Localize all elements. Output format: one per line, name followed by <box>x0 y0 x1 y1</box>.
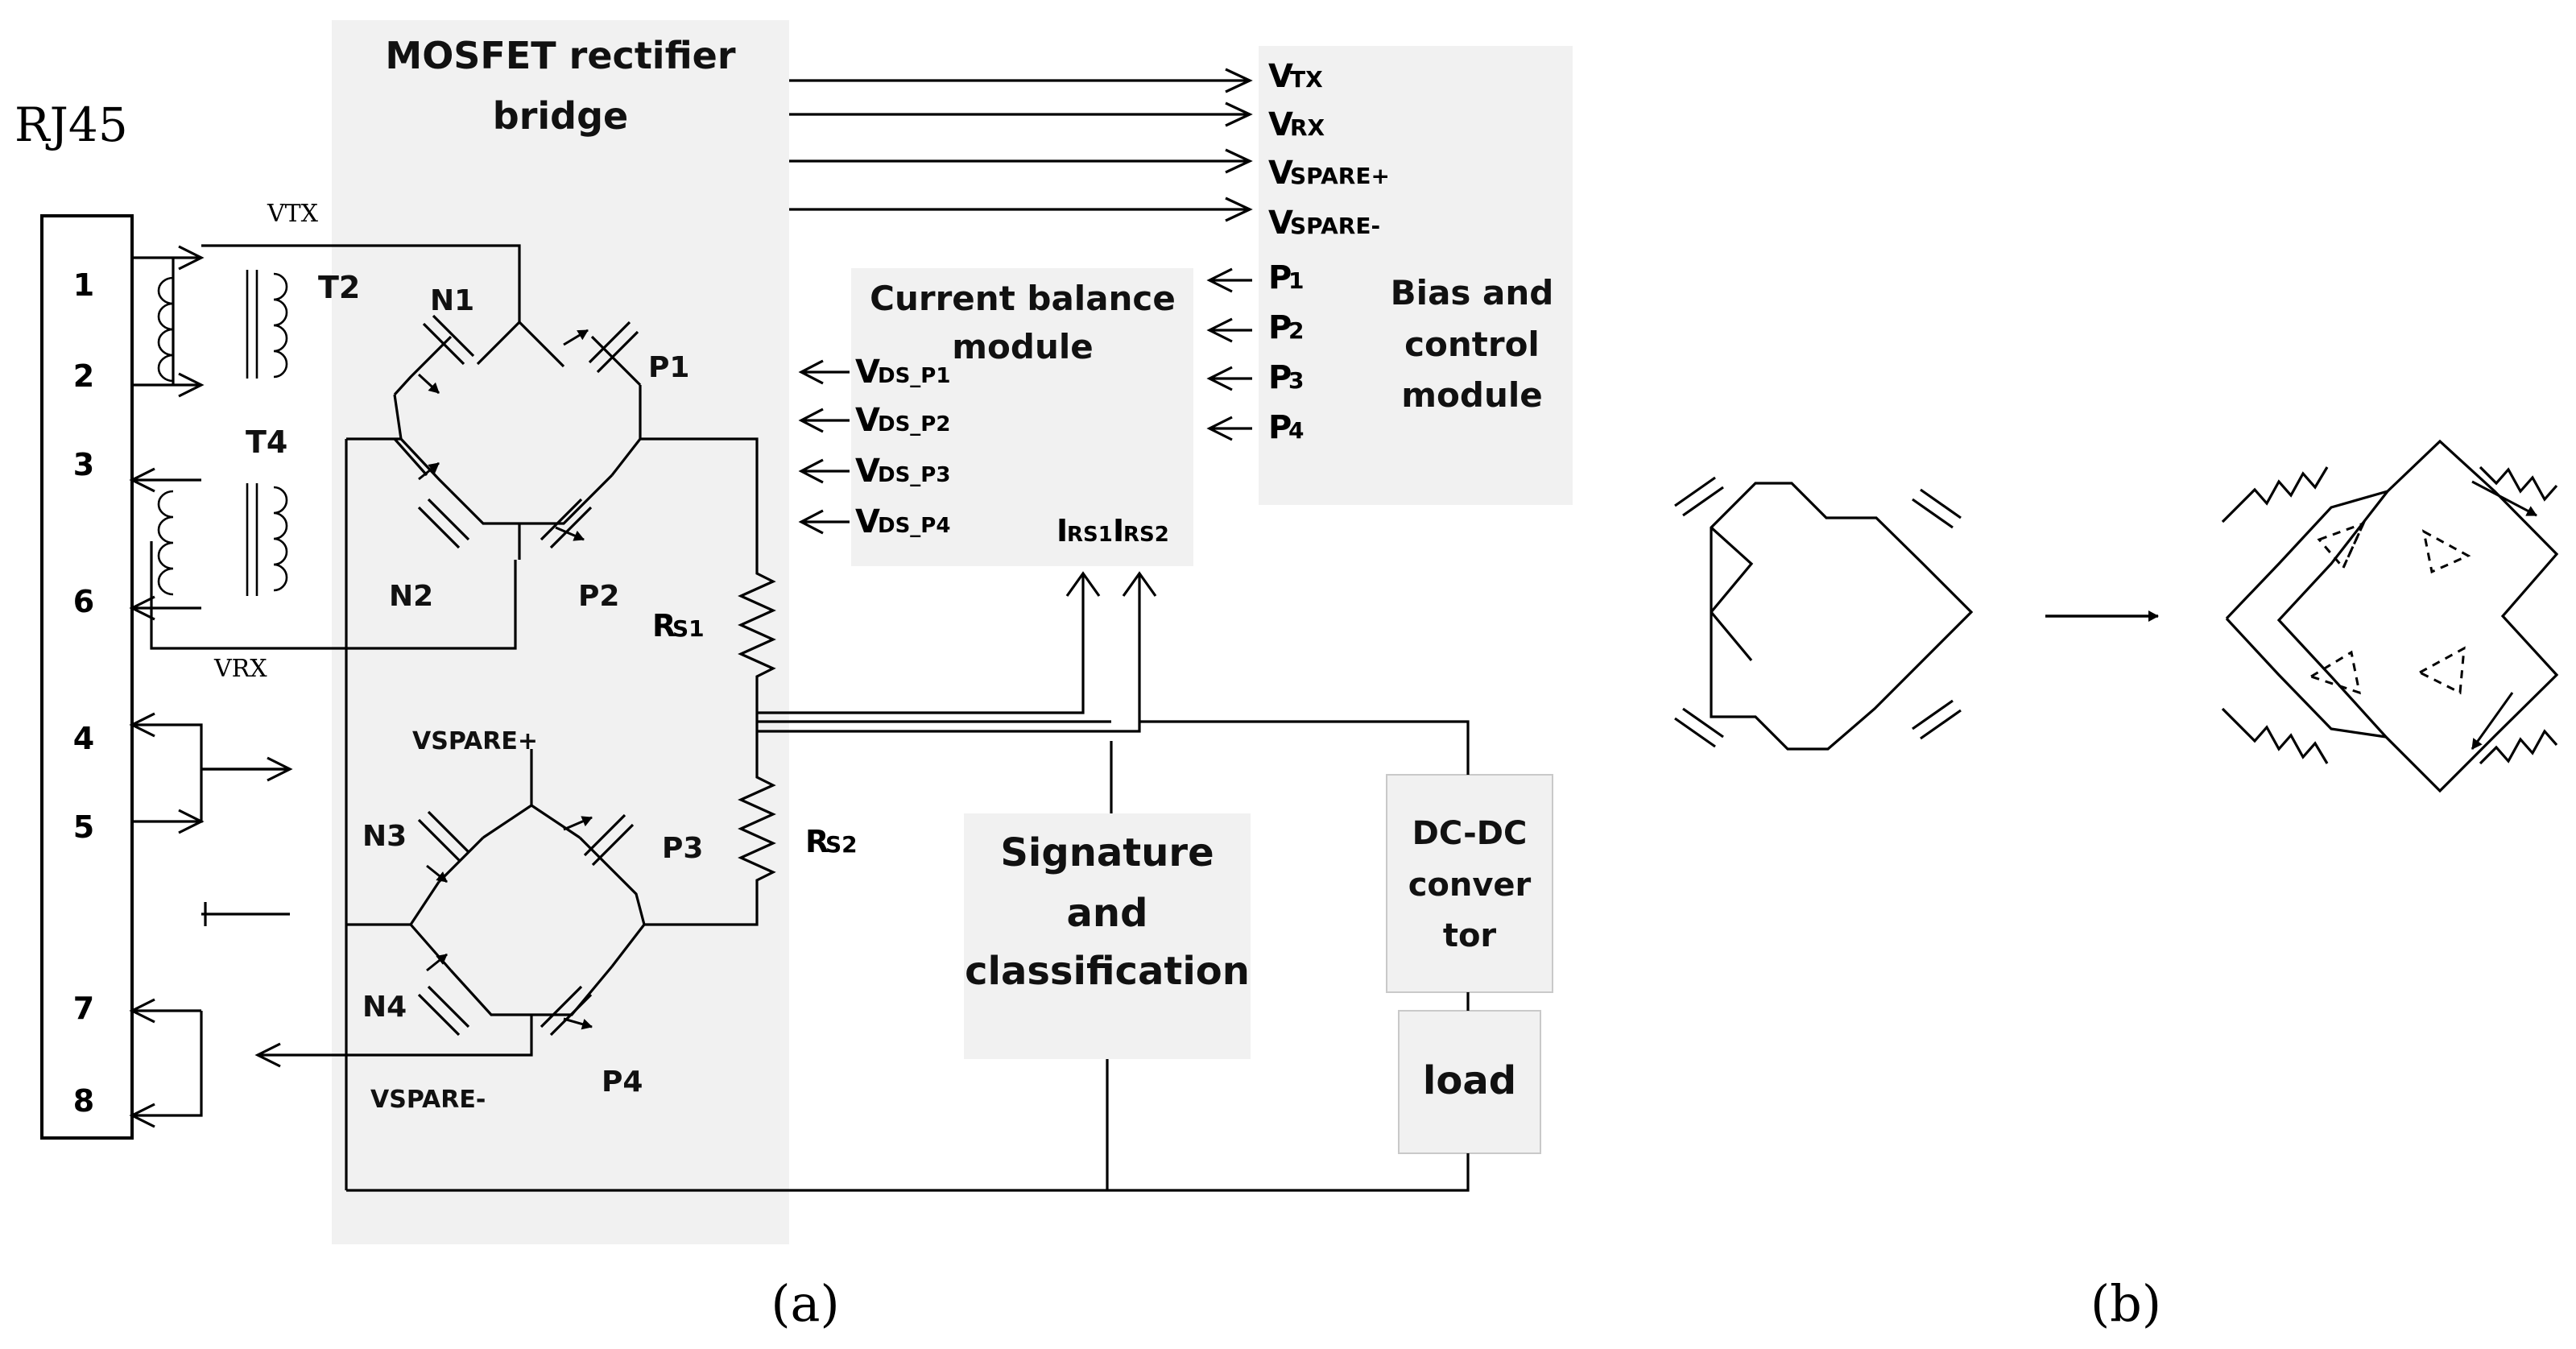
transformer-t2: T2 <box>132 245 360 398</box>
p2-in-main: P <box>1268 309 1292 346</box>
bias-title-3: module <box>1401 375 1542 415</box>
load-block <box>1398 1010 1541 1154</box>
vtx-out-main: V <box>1268 58 1293 95</box>
irs1-sub: RS1 <box>1067 523 1113 547</box>
vds-inputs: V DS_P1 V DS_P2 V DS_P3 V DS_P4 <box>798 354 950 540</box>
vds-p4-main: V <box>855 503 880 540</box>
irs1-main: I <box>1056 513 1068 548</box>
signature-block <box>964 813 1251 1059</box>
pin-label: 8 <box>73 1083 94 1119</box>
vds-p4-sub: DS_P4 <box>878 514 950 538</box>
vspare-minus-out-sub: SPARE- <box>1290 213 1380 239</box>
p2-in-sub: 2 <box>1288 317 1304 344</box>
rectifier-block <box>332 20 789 1244</box>
current-balance-title-1: Current balance <box>870 279 1176 318</box>
vds-p3-main: V <box>855 453 880 490</box>
irs-labels: I RS1 I RS2 <box>1056 513 1169 548</box>
rectifier-title-2: bridge <box>493 94 628 138</box>
dcdc-title-2: conver <box>1408 867 1532 904</box>
transformer-t4: T4 <box>129 424 517 650</box>
vrx-out-main: V <box>1268 106 1293 143</box>
signature-title: Signature and classification <box>965 830 1250 994</box>
vds-p2-sub: DS_P2 <box>878 412 950 437</box>
vds-p1-main: V <box>855 354 880 391</box>
resistor-rs2: R S2 <box>644 741 858 926</box>
vrx-label: VRX <box>213 655 267 683</box>
irs2-main: I <box>1113 513 1124 548</box>
vspare-plus-label: VSPARE+ <box>412 727 538 755</box>
vspare-plus-out-main: V <box>1268 155 1293 192</box>
load-label: load <box>1423 1058 1516 1103</box>
panel-b-left-bridge <box>1674 476 1974 751</box>
pin-label: 7 <box>73 991 94 1026</box>
vds-p3-sub: DS_P3 <box>878 463 950 487</box>
rj45-connector <box>40 214 134 1140</box>
rs1-main: R <box>652 608 676 643</box>
p4-in-main: P <box>1268 409 1292 446</box>
signature-title-1: Signature <box>1000 830 1214 875</box>
pin-label: 2 <box>73 358 94 394</box>
signature-title-3: classification <box>965 949 1250 994</box>
panel-b-right-bridge <box>2221 439 2559 793</box>
bias-control-block <box>1259 46 1573 505</box>
bias-title-1: Bias and <box>1391 273 1554 312</box>
rs2-main: R <box>805 824 829 859</box>
current-balance-title-2: module <box>952 327 1093 366</box>
vds-p1-sub: DS_P1 <box>878 364 950 388</box>
rj45-title: RJ45 <box>14 97 128 152</box>
vspare-minus-out-main: V <box>1268 205 1293 242</box>
pin-label: 1 <box>73 267 94 303</box>
n3-label: N3 <box>362 820 407 853</box>
lower-mosfet-bridge: N3 P3 N4 P4 VSPARE+ VSPARE- <box>129 712 703 1128</box>
p2-label: P2 <box>578 580 619 613</box>
p1-in-main: P <box>1268 259 1292 296</box>
bias-title-2: control <box>1404 325 1540 364</box>
irs2-sub: RS2 <box>1123 523 1169 547</box>
p3-in-main: P <box>1268 359 1292 396</box>
n4-label: N4 <box>362 991 407 1024</box>
p3-label: P3 <box>662 832 703 865</box>
t4-label: T4 <box>246 424 287 460</box>
caption-b: (b) <box>2090 1274 2161 1333</box>
bias-p-inputs: P 1 P 2 P 3 P 4 <box>1206 259 1304 446</box>
rs2-sub: S2 <box>825 831 858 858</box>
bias-output-labels: V TX V RX V SPARE+ V SPARE- <box>1268 58 1390 242</box>
vtx-label: VTX <box>267 200 319 228</box>
pin-label: 5 <box>73 809 94 845</box>
p4-in-sub: 4 <box>1288 417 1304 444</box>
dcdc-title-1: DC-DC <box>1412 815 1528 852</box>
dcdc-block <box>1386 774 1553 993</box>
vrx-out-sub: RX <box>1290 114 1325 141</box>
rs1-sub: S1 <box>672 615 705 642</box>
caption-a: (a) <box>771 1274 839 1333</box>
p1-in-sub: 1 <box>1288 267 1304 294</box>
vspare-minus-label: VSPARE- <box>370 1086 486 1114</box>
bias-title: Bias and control module <box>1391 273 1554 415</box>
dcdc-title-3: tor <box>1443 917 1497 954</box>
pin-label: 3 <box>73 447 94 482</box>
n1-label: N1 <box>430 284 474 317</box>
pin-label: 4 <box>73 721 94 756</box>
t2-label: T2 <box>318 270 360 305</box>
current-balance-block <box>851 268 1193 566</box>
p1-label: P1 <box>648 351 689 384</box>
signature-title-2: and <box>1067 891 1148 936</box>
n2-label: N2 <box>389 580 433 613</box>
bias-output-lines <box>789 68 1253 222</box>
vds-p2-main: V <box>855 402 880 439</box>
dcdc-title: DC-DC conver tor <box>1408 815 1532 954</box>
upper-mosfet-bridge: N1 P1 N2 P2 <box>201 244 759 1190</box>
vtx-out-sub: TX <box>1290 66 1323 93</box>
rectifier-title-1: MOSFET rectifier <box>385 34 735 77</box>
vspare-plus-out-sub: SPARE+ <box>1290 163 1390 189</box>
p4-label: P4 <box>602 1066 643 1099</box>
rj45-pins: 1 2 3 6 4 5 7 8 <box>73 267 94 1119</box>
p3-in-sub: 3 <box>1288 367 1304 394</box>
pin-label: 6 <box>73 584 94 619</box>
resistor-rs1: R S1 <box>652 532 776 709</box>
sense-lines <box>346 571 1470 1192</box>
